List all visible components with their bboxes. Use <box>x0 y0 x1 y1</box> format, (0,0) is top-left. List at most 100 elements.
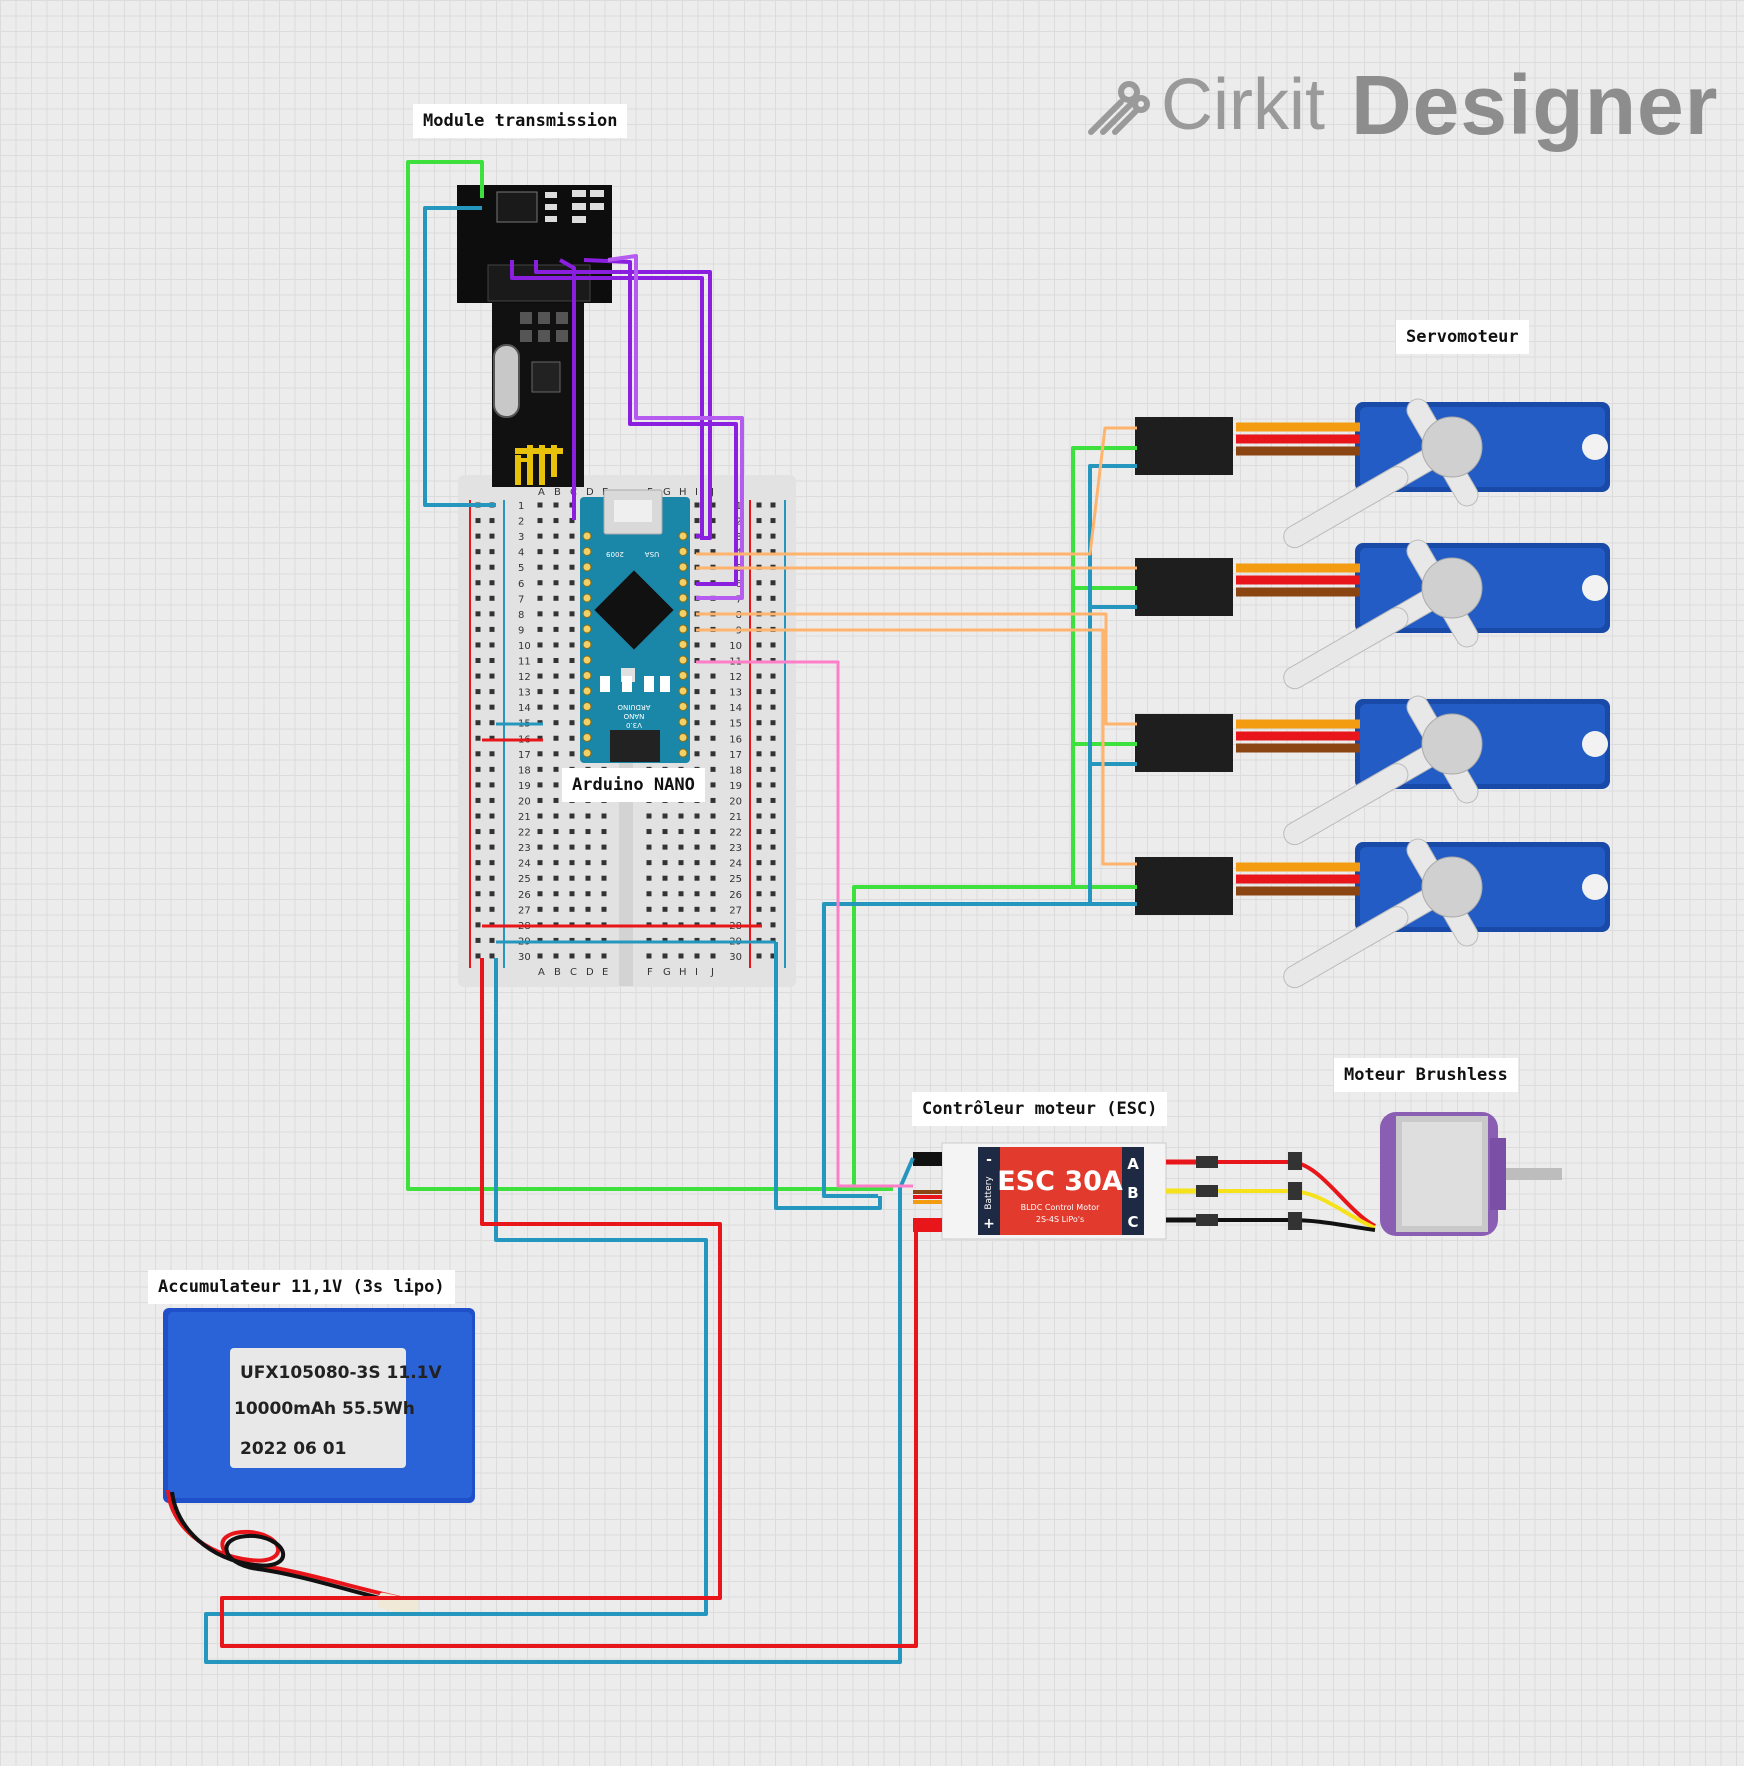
row-number: 2 <box>518 517 524 528</box>
wire-purple-4 <box>583 258 738 586</box>
breadboard-hole <box>475 549 481 555</box>
breadboard-hole <box>585 937 591 943</box>
breadboard-hole <box>770 689 776 695</box>
breadboard-hole <box>553 673 559 679</box>
breadboard-hole <box>756 751 762 757</box>
breadboard-hole <box>475 766 481 772</box>
wire-pink-esc-signal <box>696 660 913 1188</box>
breadboard-hole <box>489 844 495 850</box>
brushless-motor[interactable] <box>1218 1112 1562 1236</box>
nano-model-line3: V3.0 <box>626 721 642 729</box>
servo-group <box>1135 395 1610 992</box>
breadboard-hole <box>569 642 575 648</box>
breadboard-hole <box>710 673 716 679</box>
breadboard-hole <box>489 906 495 912</box>
arduino-nano[interactable]: ARDUINO NANO V3.0 USA 2009 <box>580 489 690 763</box>
servo-motor[interactable] <box>1135 536 1610 693</box>
nano-pin <box>582 686 592 696</box>
breadboard-hole <box>489 642 495 648</box>
esc-30a[interactable]: ESC 30A BLDC Control Motor 2S-4S LiPo's … <box>913 1142 1218 1240</box>
label-esc: Contrôleur moteur (ESC) <box>912 1092 1168 1126</box>
breadboard-hole <box>601 829 607 835</box>
breadboard-hole <box>756 549 762 555</box>
breadboard-hole <box>537 797 543 803</box>
breadboard-hole <box>569 751 575 757</box>
row-number: 8 <box>518 610 524 621</box>
breadboard-hole <box>646 844 652 850</box>
nano-pin <box>582 717 592 727</box>
wire-orange-3 <box>696 612 1137 726</box>
breadboard-hole <box>770 595 776 601</box>
nano-pin <box>678 593 688 603</box>
servo-part <box>1283 906 1409 989</box>
breadboard-hole <box>475 704 481 710</box>
nano-pin <box>678 717 688 727</box>
servo-part <box>1582 874 1608 900</box>
breadboard-hole <box>756 829 762 835</box>
servo-part <box>1135 558 1233 616</box>
breadboard-hole <box>489 564 495 570</box>
breadboard-hole <box>489 689 495 695</box>
breadboard-hole <box>537 891 543 897</box>
breadboard-hole <box>537 580 543 586</box>
col-letter: H <box>679 967 687 978</box>
nano-pin <box>582 640 592 649</box>
breadboard-hole <box>553 689 559 695</box>
breadboard-hole <box>475 533 481 539</box>
wire-orange-4 <box>696 628 1137 866</box>
breadboard-hole <box>569 689 575 695</box>
breadboard-hole <box>662 860 668 866</box>
breadboard-hole <box>601 860 607 866</box>
esc-phase-b: B <box>1127 1184 1138 1202</box>
breadboard-hole <box>770 704 776 710</box>
breadboard-hole <box>694 813 700 819</box>
servo-motor[interactable] <box>1135 395 1610 552</box>
breadboard-hole <box>678 860 684 866</box>
breadboard-hole <box>710 720 716 726</box>
wire-teal-module <box>423 206 496 507</box>
breadboard-hole <box>569 533 575 539</box>
row-number: 15 <box>729 719 742 730</box>
wire-purple-5 <box>607 254 744 600</box>
row-number: 22 <box>518 828 531 839</box>
servo-part <box>1283 466 1409 549</box>
row-number: 17 <box>518 750 531 761</box>
breadboard-hole <box>585 844 591 850</box>
row-number: 24 <box>518 859 531 870</box>
breadboard-hole <box>569 673 575 679</box>
breadboard-hole <box>585 860 591 866</box>
breadboard-hole <box>710 953 716 959</box>
col-letter: I <box>695 967 698 978</box>
breadboard-hole <box>537 626 543 632</box>
breadboard-hole <box>553 953 559 959</box>
breadboard-hole <box>662 829 668 835</box>
row-number: 18 <box>729 765 742 776</box>
breadboard-hole <box>662 844 668 850</box>
breadboard-hole <box>770 751 776 757</box>
wire-green-servo-bus <box>852 446 1137 1189</box>
breadboard-hole <box>475 844 481 850</box>
breadboard-hole <box>537 564 543 570</box>
row-number: 18 <box>518 765 531 776</box>
pcb-antenna <box>515 445 563 485</box>
breadboard-hole <box>770 533 776 539</box>
breadboard-hole <box>537 735 543 741</box>
lipo-battery[interactable]: UFX105080-3S 11.1V 10000mAh 55.5Wh 2022 … <box>163 1308 475 1616</box>
breadboard-hole <box>537 906 543 912</box>
breadboard-hole <box>662 953 668 959</box>
breadboard-hole <box>553 518 559 524</box>
breadboard-hole <box>646 953 652 959</box>
breadboard-hole <box>770 844 776 850</box>
nrf24-transmission-module[interactable] <box>457 185 612 487</box>
breadboard-hole <box>710 891 716 897</box>
servo-motor[interactable] <box>1135 835 1610 992</box>
breadboard-hole <box>710 937 716 943</box>
servo-part <box>1582 434 1608 460</box>
breadboard-hole <box>537 502 543 508</box>
breadboard-hole <box>646 829 652 835</box>
breadboard-hole <box>537 549 543 555</box>
row-number: 19 <box>518 781 531 792</box>
row-number: 17 <box>729 750 742 761</box>
servo-motor[interactable] <box>1135 692 1610 849</box>
row-number: 21 <box>518 812 531 823</box>
